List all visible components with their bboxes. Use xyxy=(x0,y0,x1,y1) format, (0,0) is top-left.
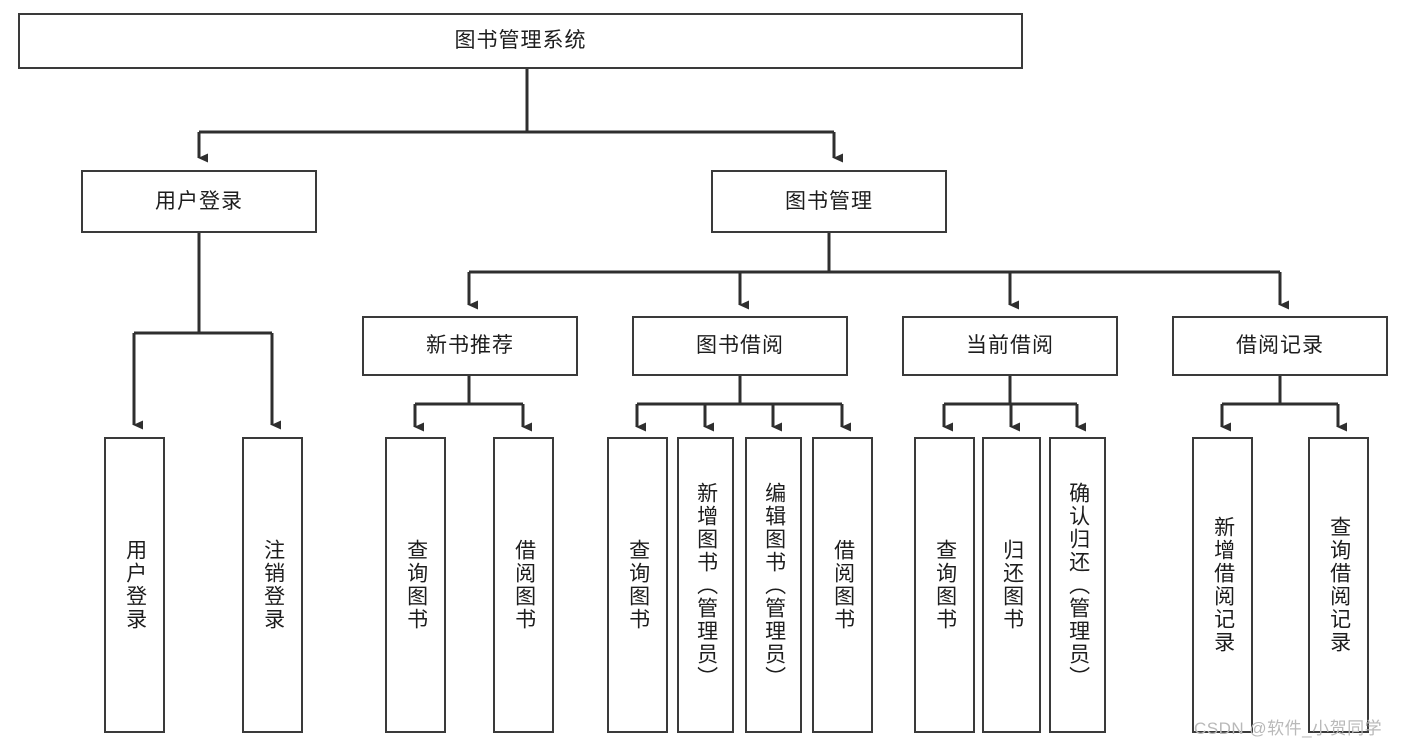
node-current-borrow[interactable]: 当前借阅 xyxy=(902,316,1118,376)
node-leaf-logout[interactable]: 注销登录 xyxy=(242,437,303,733)
node-label: 查询图书 xyxy=(626,539,650,631)
node-leaf-query-book-current[interactable]: 查询图书 xyxy=(914,437,975,733)
node-label: 图书管理系统 xyxy=(454,29,587,53)
node-leaf-borrow-book[interactable]: 借阅图书 xyxy=(812,437,873,733)
node-leaf-edit-book-admin[interactable]: 编辑图书（管理员） xyxy=(745,437,802,733)
node-root-book-management-system[interactable]: 图书管理系统 xyxy=(18,13,1023,69)
node-leaf-add-book-admin[interactable]: 新增图书（管理员） xyxy=(677,437,734,733)
node-leaf-query-book-borrow[interactable]: 查询图书 xyxy=(607,437,668,733)
node-leaf-confirm-return-admin[interactable]: 确认归还（管理员） xyxy=(1049,437,1106,733)
node-leaf-add-borrow-record[interactable]: 新增借阅记录 xyxy=(1192,437,1253,733)
node-leaf-return-book[interactable]: 归还图书 xyxy=(982,437,1041,733)
node-label: 归还图书 xyxy=(1000,539,1024,631)
node-label: 用户登录 xyxy=(123,539,147,631)
node-label: 查询借阅记录 xyxy=(1327,516,1351,654)
node-label: 编辑图书（管理员） xyxy=(762,481,786,689)
csdn-watermark: CSDN @软件_小贺同学 xyxy=(1194,719,1383,738)
node-label: 借阅记录 xyxy=(1236,334,1324,358)
node-label: 新书推荐 xyxy=(426,334,514,358)
node-label: 图书管理 xyxy=(785,189,873,213)
node-label: 查询图书 xyxy=(933,539,957,631)
node-label: 借阅图书 xyxy=(512,539,536,631)
node-label: 图书借阅 xyxy=(696,334,784,358)
node-label: 新增借阅记录 xyxy=(1211,516,1235,654)
node-leaf-query-borrow-record[interactable]: 查询借阅记录 xyxy=(1308,437,1369,733)
node-label: 注销登录 xyxy=(261,539,285,631)
node-book-management[interactable]: 图书管理 xyxy=(711,170,947,233)
node-leaf-user-login[interactable]: 用户登录 xyxy=(104,437,165,733)
node-label: 用户登录 xyxy=(155,189,243,213)
node-label: 当前借阅 xyxy=(966,334,1054,358)
node-label: 借阅图书 xyxy=(831,539,855,631)
node-label: 新增图书（管理员） xyxy=(694,481,718,689)
node-new-book-recommend[interactable]: 新书推荐 xyxy=(362,316,578,376)
node-leaf-borrow-book-new[interactable]: 借阅图书 xyxy=(493,437,554,733)
node-leaf-query-book-new[interactable]: 查询图书 xyxy=(385,437,446,733)
node-borrow-record[interactable]: 借阅记录 xyxy=(1172,316,1388,376)
node-label: 查询图书 xyxy=(404,539,428,631)
node-label: 确认归还（管理员） xyxy=(1066,481,1090,689)
node-user-login[interactable]: 用户登录 xyxy=(81,170,317,233)
node-book-borrow[interactable]: 图书借阅 xyxy=(632,316,848,376)
